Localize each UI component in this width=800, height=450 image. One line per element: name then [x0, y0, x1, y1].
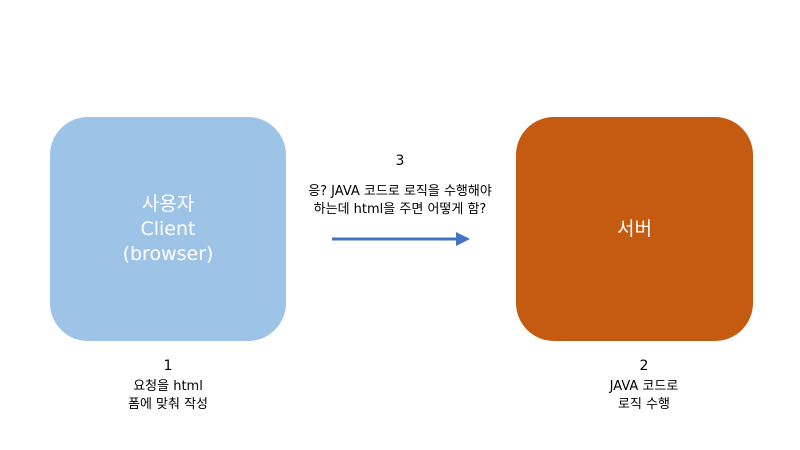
client-box: 사용자 Client (browser) [50, 117, 286, 341]
client-subtitle: Client [140, 217, 196, 240]
request-arrow-icon [332, 232, 470, 246]
step-2-label: 2 JAVA 코드로 로직 수행 [566, 357, 722, 414]
client-title: 사용자 [141, 192, 195, 215]
step-3-label: 3 응? JAVA 코드로 로직을 수행해야 하는데 html을 주면 어떻게 … [290, 152, 510, 219]
step-1-number: 1 [163, 358, 173, 374]
step-2-line-2: 로직 수행 [618, 397, 670, 412]
client-detail: (browser) [122, 242, 214, 265]
step-3-line-1: 응? JAVA 코드로 로직을 수행해야 [308, 184, 492, 199]
server-box: 서버 [516, 117, 753, 341]
step-1-label: 1 요청을 html 폼에 맞춰 작성 [90, 357, 246, 414]
step-1-line-2: 폼에 맞춰 작성 [127, 397, 209, 412]
step-2-line-1: JAVA 코드로 [609, 379, 679, 394]
step-1-line-1: 요청을 html [133, 379, 203, 394]
step-3-line-2: 하는데 html을 주면 어떻게 함? [313, 202, 487, 217]
server-title: 서버 [617, 217, 652, 240]
step-3-number: 3 [395, 153, 405, 169]
step-2-number: 2 [639, 358, 649, 374]
